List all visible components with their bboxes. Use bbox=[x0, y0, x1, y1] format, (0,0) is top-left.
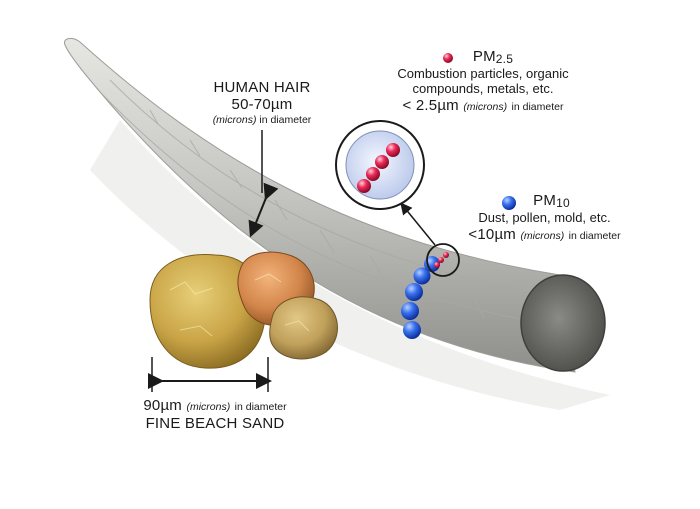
hair-diameter-arrow bbox=[248, 182, 279, 238]
sand-grain-small bbox=[269, 296, 338, 360]
pm25-magnified-chain bbox=[357, 143, 400, 193]
pm10-desc: Dust, pollen, mold, etc. bbox=[478, 209, 611, 225]
pm10-label: PM10 Dust, pollen, mold, etc. <10µm (mic… bbox=[452, 192, 637, 244]
pm10-size: <10µm (microns) in diameter bbox=[468, 225, 621, 243]
pm10-title: PM10 bbox=[533, 192, 570, 210]
hair-diameter-note: (microns) in diameter bbox=[212, 113, 312, 126]
pm25-desc-1: Combustion particles, organic bbox=[397, 65, 569, 81]
human-hair-strand bbox=[63, 37, 576, 373]
hair-label: HUMAN HAIR 50-70µm (microns) in diameter bbox=[192, 79, 332, 126]
hair-title: HUMAN HAIR bbox=[213, 79, 311, 96]
pm25-leader-line bbox=[400, 202, 436, 246]
sand-size: 90µm (microns) in diameter bbox=[143, 397, 287, 414]
sand-title: FINE BEACH SAND bbox=[145, 415, 285, 433]
pm10-legend-dot bbox=[502, 196, 516, 210]
pm25-desc-2: compounds, metals, etc. bbox=[412, 80, 554, 96]
hair-size: 50-70µm bbox=[231, 96, 293, 114]
pm25-small-chain bbox=[434, 252, 449, 268]
pm10-particle-chain bbox=[401, 256, 440, 339]
pm25-label: PM2.5 Combustion particles, organic comp… bbox=[378, 48, 588, 115]
pm25-legend-dot bbox=[443, 53, 453, 63]
pm25-locator-circle bbox=[426, 243, 460, 277]
sand-label: 90µm (microns) in diameter FINE BEACH SA… bbox=[120, 397, 310, 433]
hair-shadow bbox=[90, 120, 610, 410]
pm25-title: PM2.5 bbox=[472, 48, 514, 66]
hair-cross-section bbox=[520, 274, 606, 372]
sand-texture bbox=[169, 273, 310, 337]
pm25-size: < 2.5µm (microns) in diameter bbox=[402, 96, 564, 114]
